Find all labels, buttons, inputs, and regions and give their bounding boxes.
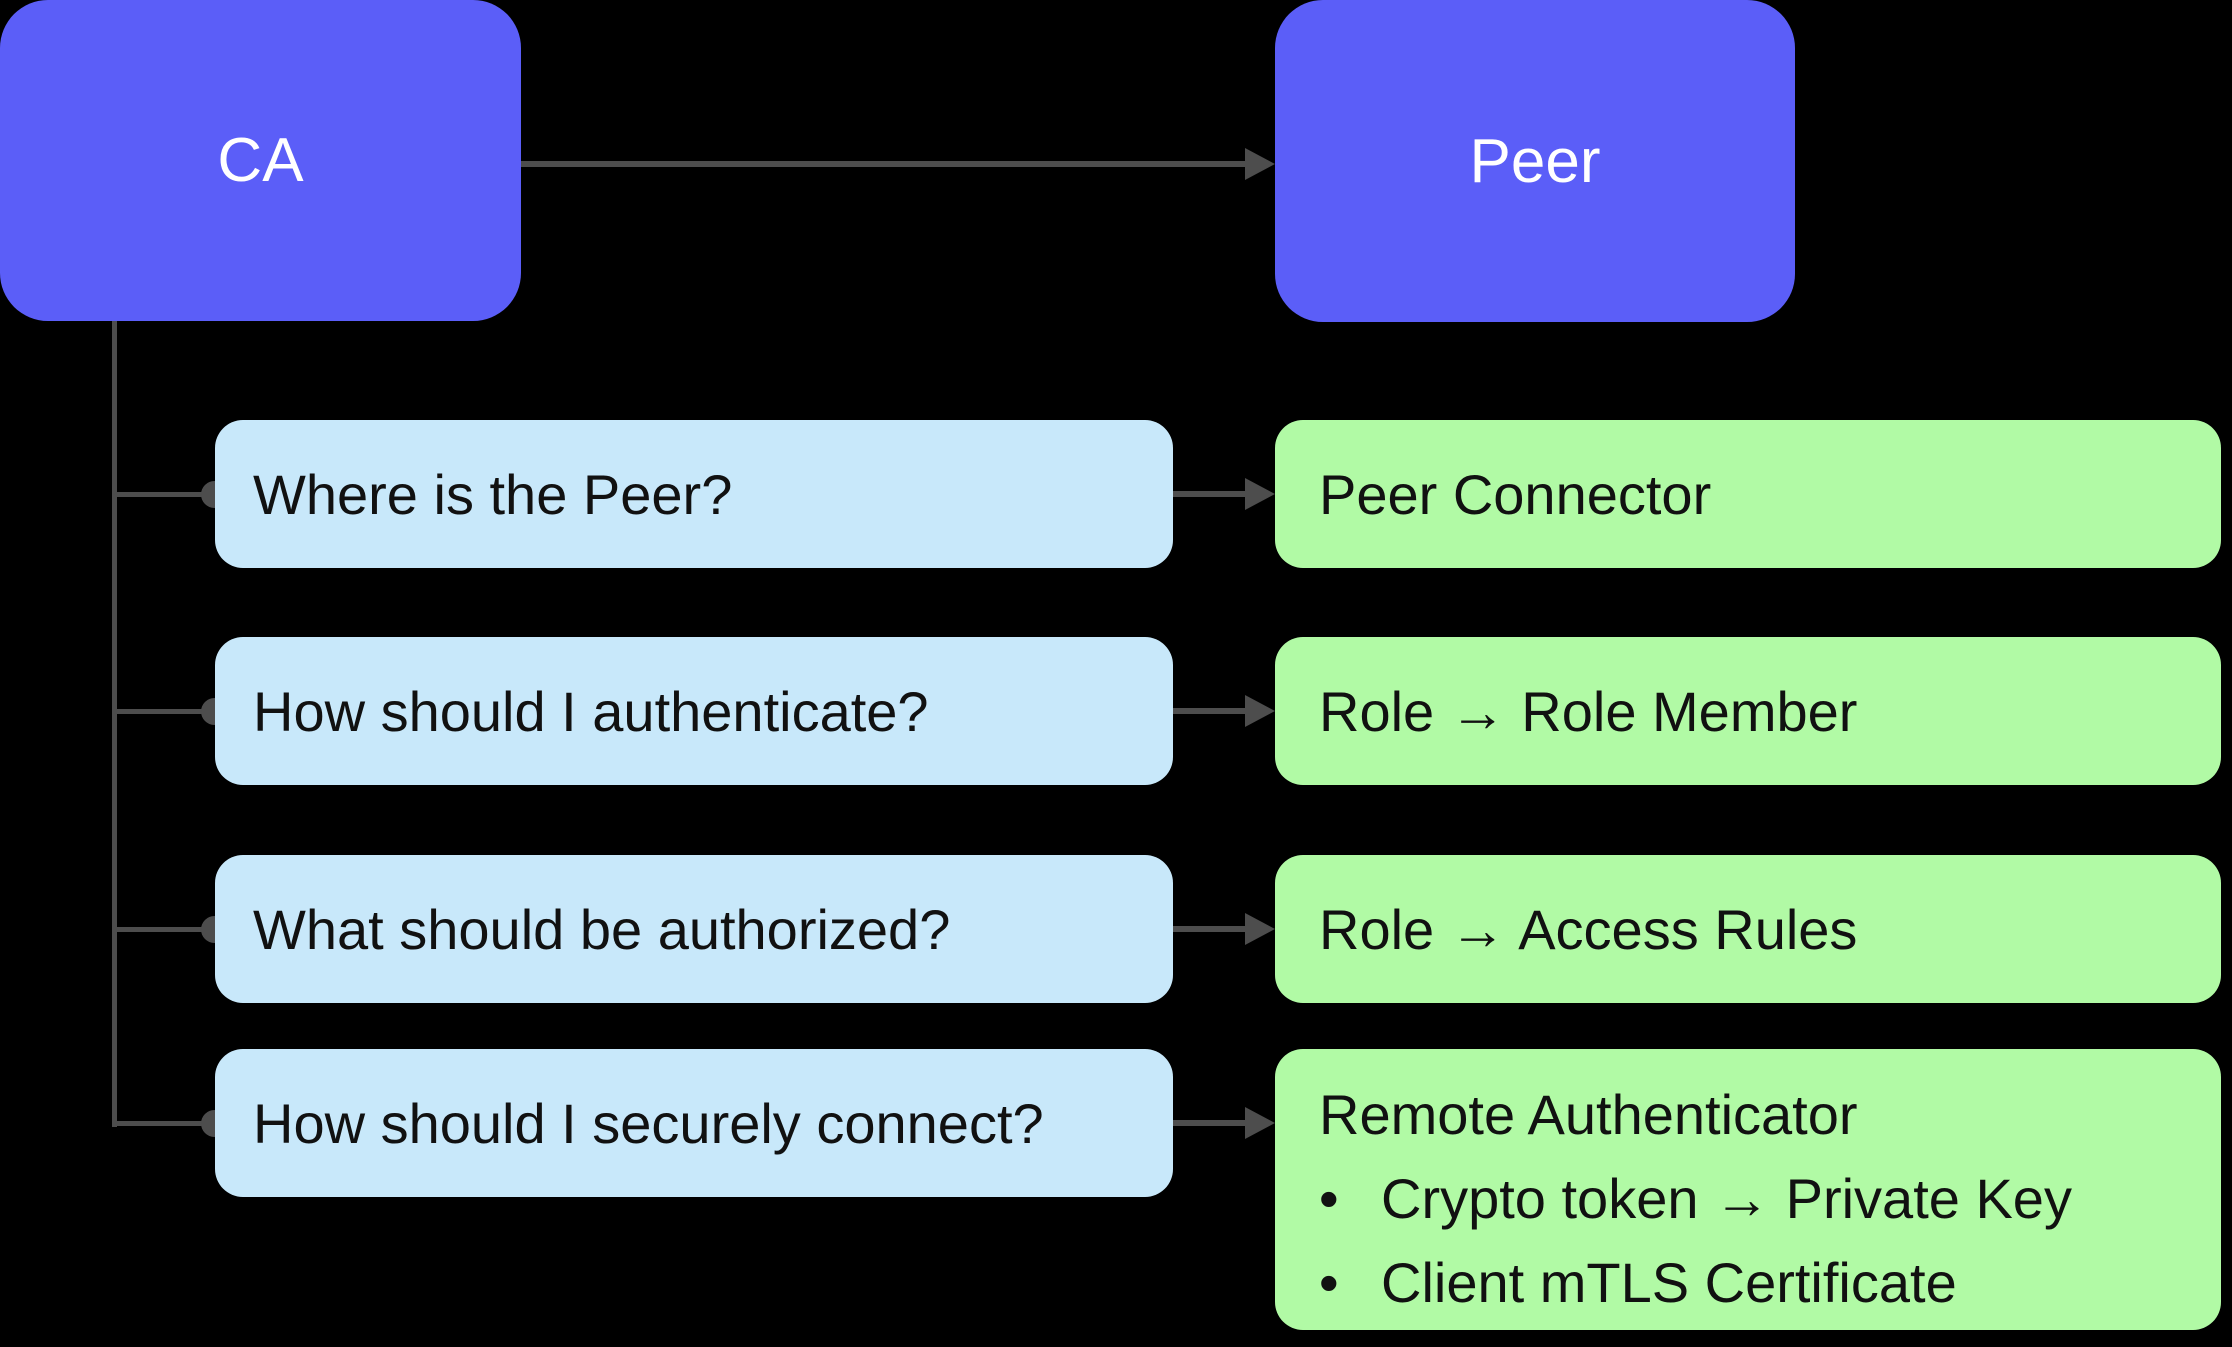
branch-line-3 xyxy=(112,927,215,932)
arrowhead-icon-2 xyxy=(1245,695,1275,727)
question-label-4: How should I securely connect? xyxy=(253,1091,1044,1155)
bullet-icon: • xyxy=(1319,1167,1339,1230)
node-ca: CA xyxy=(0,0,521,321)
node-peer-label: Peer xyxy=(1469,126,1601,196)
answer-box-4: Remote Authenticator • Crypto token → Pr… xyxy=(1275,1049,2221,1330)
answer-label-3: Role → Access Rules xyxy=(1319,897,1858,961)
answer-bullet-row: • Client mTLS Certificate xyxy=(1319,1241,2191,1325)
branch-line-2 xyxy=(112,709,215,714)
question-box-4: How should I securely connect? xyxy=(215,1049,1173,1197)
node-ca-label: CA xyxy=(217,126,304,195)
question-label-2: How should I authenticate? xyxy=(253,679,929,743)
node-peer: Peer xyxy=(1275,0,1795,322)
connector-line-1 xyxy=(1173,491,1247,497)
branch-line-1 xyxy=(112,492,215,497)
answer-bullet-1: Crypto token → Private Key xyxy=(1381,1167,2072,1230)
connector-ca-peer-line xyxy=(521,161,1247,167)
answer-box-1: Peer Connector xyxy=(1275,420,2221,568)
arrowhead-icon-4 xyxy=(1245,1107,1275,1139)
answer-box-2: Role → Role Member xyxy=(1275,637,2221,785)
answer-label-2: Role → Role Member xyxy=(1319,679,1858,743)
answer-bullet-2: Client mTLS Certificate xyxy=(1381,1251,1957,1314)
answer-bullet-row: • Crypto token → Private Key xyxy=(1319,1157,2191,1241)
connector-line-2 xyxy=(1173,708,1247,714)
answer-label-1: Peer Connector xyxy=(1319,462,1712,526)
connector-line-3 xyxy=(1173,926,1247,932)
arrowhead-icon-1 xyxy=(1245,478,1275,510)
branch-line-4 xyxy=(112,1121,215,1126)
arrowhead-icon-3 xyxy=(1245,913,1275,945)
answer-label-4: Remote Authenticator xyxy=(1319,1083,1858,1146)
trunk-line xyxy=(112,321,117,1127)
bullet-icon: • xyxy=(1319,1251,1339,1314)
question-box-3: What should be authorized? xyxy=(215,855,1173,1003)
arrowhead-ca-peer-icon xyxy=(1245,148,1275,180)
question-label-3: What should be authorized? xyxy=(253,897,951,961)
connector-line-4 xyxy=(1173,1120,1247,1126)
question-box-1: Where is the Peer? xyxy=(215,420,1173,568)
answer-box-3: Role → Access Rules xyxy=(1275,855,2221,1003)
question-box-2: How should I authenticate? xyxy=(215,637,1173,785)
question-label-1: Where is the Peer? xyxy=(253,462,733,526)
